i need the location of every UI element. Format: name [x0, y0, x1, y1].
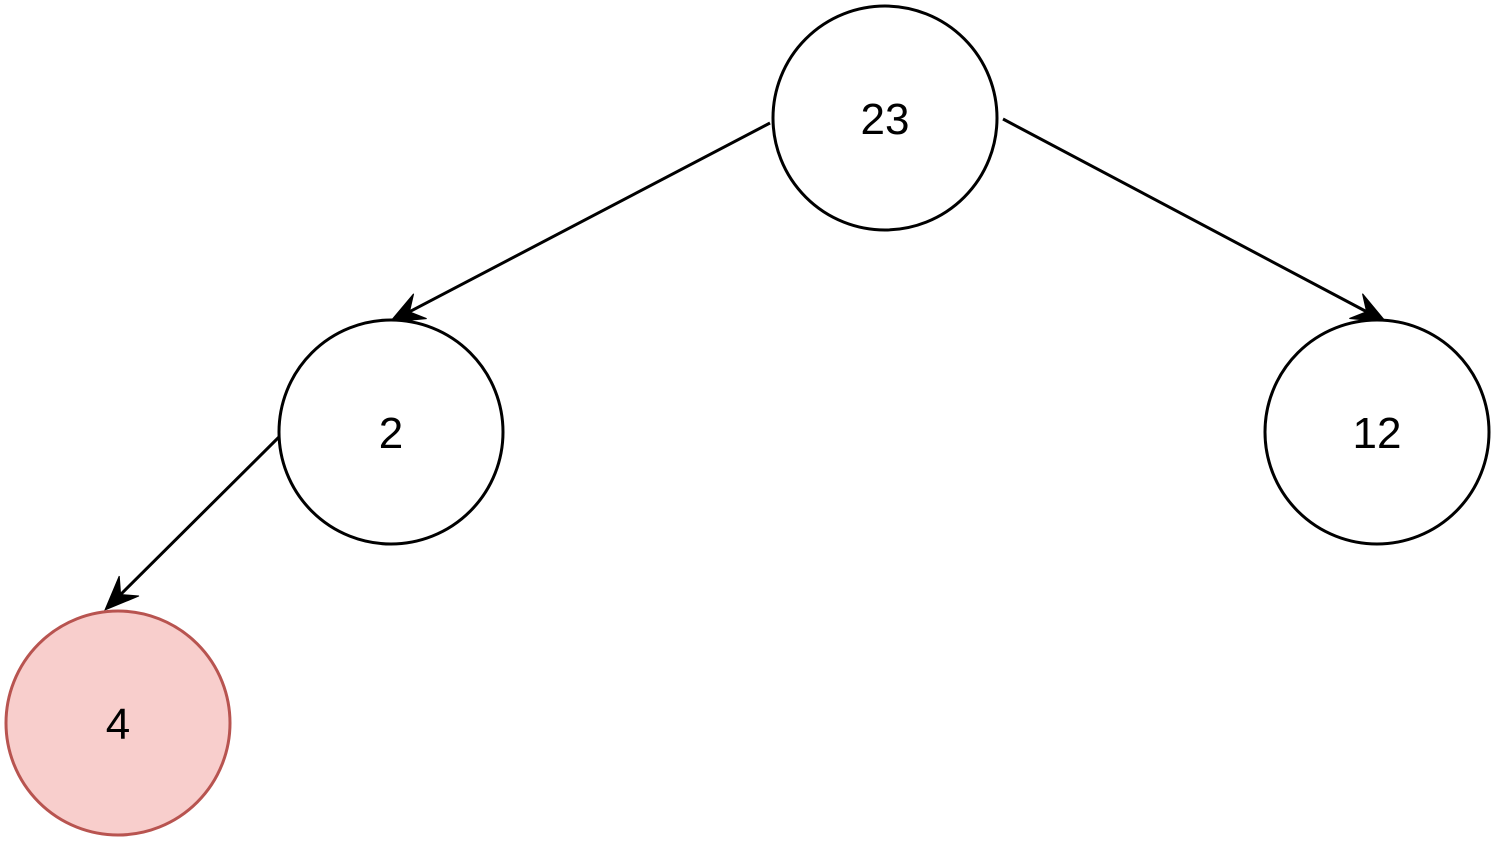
tree-node-4: 4	[4, 609, 232, 837]
tree-node-12: 12	[1263, 318, 1491, 546]
edges-layer	[104, 117, 1388, 611]
highlighted-node-circle	[4, 609, 232, 837]
node-circle	[771, 4, 999, 232]
node-circle	[277, 318, 505, 546]
edge-2-to-4	[104, 430, 286, 611]
node-label: 23	[861, 95, 910, 144]
arrowhead-icon	[1349, 293, 1388, 323]
node-label: 12	[1353, 409, 1402, 458]
tree-node-23: 23	[771, 4, 999, 232]
arrowhead-icon	[104, 575, 140, 611]
edge-line	[407, 121, 771, 315]
tree-node-2: 2	[277, 318, 505, 546]
edge-line	[118, 430, 286, 597]
edge-line	[1002, 117, 1370, 314]
node-label: 2	[379, 409, 403, 458]
node-circle	[1263, 318, 1491, 546]
edge-23-to-12	[1002, 117, 1388, 323]
node-label: 4	[106, 700, 130, 749]
edge-23-to-2	[388, 121, 771, 323]
arrowhead-icon	[388, 293, 427, 323]
nodes-layer: 23 2 12 4	[4, 4, 1491, 837]
